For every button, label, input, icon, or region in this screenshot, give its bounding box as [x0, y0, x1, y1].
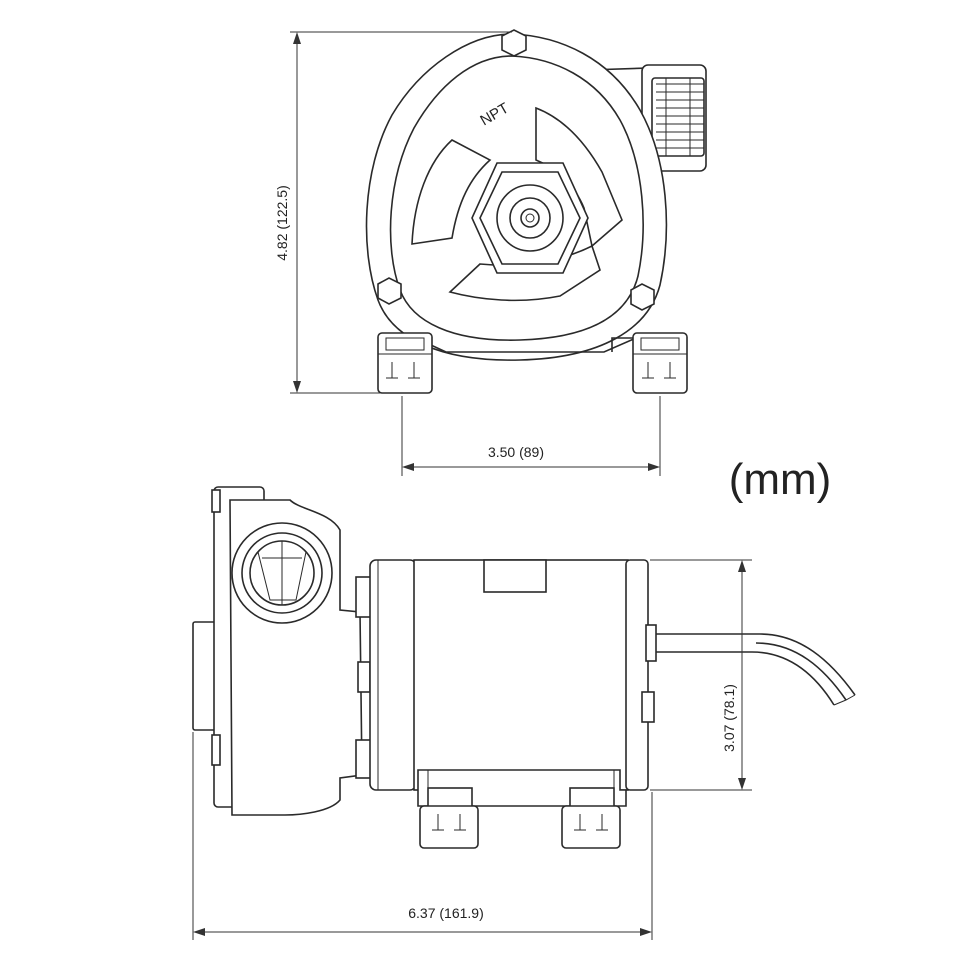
side-height-label: 3.07 (78.1)	[721, 684, 737, 752]
mount-spacing-label: 3.50 (89)	[488, 444, 544, 460]
motor-rear-cap	[625, 559, 649, 791]
units-label: (mm)	[729, 455, 832, 504]
side-length-dimension: 6.37 (161.9)	[192, 732, 653, 940]
side-foot-left	[419, 787, 479, 849]
side-view	[192, 486, 856, 849]
front-foot-left	[377, 332, 433, 394]
front-height-label: 4.82 (122.5)	[274, 185, 290, 261]
front-height-dimension: 4.82 (122.5)	[274, 31, 512, 394]
motor-front-cap	[369, 559, 417, 791]
wire-leads	[656, 633, 856, 706]
side-height-dimension: 3.07 (78.1)	[650, 559, 752, 791]
center-hex-nut	[471, 162, 589, 274]
front-foot-right	[632, 332, 688, 394]
side-length-label: 6.37 (161.9)	[408, 905, 484, 921]
housing-bolt-right	[630, 283, 655, 311]
motor-body	[413, 559, 629, 791]
pump-housing-inner	[389, 55, 644, 341]
housing-bolt-top	[501, 29, 527, 57]
front-view: NPT	[365, 29, 707, 394]
inlet-port	[231, 522, 333, 624]
motor-label-tab	[483, 559, 547, 593]
housing-bolt-left	[377, 277, 402, 305]
mount-spacing-dimension: 3.50 (89)	[401, 396, 661, 476]
side-foot-right	[561, 787, 621, 849]
